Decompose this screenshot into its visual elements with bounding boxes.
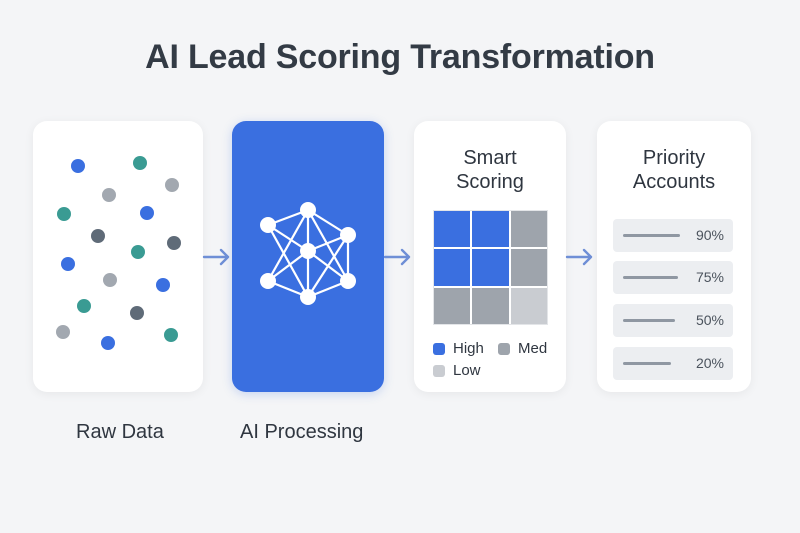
legend-high: High (433, 340, 484, 357)
account-percent: 90% (695, 227, 724, 243)
data-point (57, 207, 71, 221)
card-heading: Smart (463, 147, 517, 169)
legend-med: Med (498, 340, 547, 357)
account-percent: 20% (695, 355, 724, 371)
account-percent: 75% (695, 269, 724, 285)
data-point (164, 328, 178, 342)
data-point (56, 325, 70, 339)
score-bar (623, 276, 678, 279)
priority-accounts-card: Priority Accounts 90% 75% 50% 20% (597, 121, 751, 392)
score-cell-med (510, 211, 547, 248)
smart-scoring-card: Smart Scoring High Med Low (414, 121, 566, 392)
legend-label: Med (518, 340, 548, 357)
data-point (130, 306, 144, 320)
arrow-right-icon (565, 248, 593, 266)
card-heading: Priority (642, 147, 706, 169)
data-point (71, 159, 85, 173)
account-row: 50% (613, 304, 733, 337)
raw-data-card (33, 121, 203, 392)
page-title: AI Lead Scoring Transformation (145, 38, 655, 76)
card-heading: Scoring (456, 171, 524, 193)
account-row: 90% (613, 219, 733, 252)
data-point (103, 273, 117, 287)
data-point (91, 229, 105, 243)
data-point (101, 336, 115, 350)
arrow-right-icon (383, 248, 411, 266)
data-point (156, 278, 170, 292)
data-point (61, 257, 75, 271)
score-cell-high (472, 249, 509, 286)
ai-processing-caption: AI Processing (240, 421, 364, 443)
score-bar (623, 234, 680, 237)
score-cell-med (510, 249, 547, 286)
neural-network-icon (260, 202, 356, 305)
data-point (77, 299, 91, 313)
arrow-right-icon (202, 248, 230, 266)
account-percent: 50% (695, 312, 724, 328)
score-cell-low (510, 287, 547, 324)
account-row: 75% (613, 261, 733, 294)
score-cell-med (434, 287, 471, 324)
legend-swatch (498, 342, 510, 355)
data-point (140, 206, 154, 220)
score-cell-high (434, 249, 471, 286)
data-point (133, 156, 147, 170)
ai-processing-card (232, 121, 384, 392)
score-cell-high (434, 211, 471, 248)
score-cell-high (472, 211, 509, 248)
account-row: 20% (613, 347, 733, 380)
legend-swatch (433, 364, 445, 377)
score-cell-med (472, 287, 509, 324)
card-heading: Accounts (632, 171, 716, 193)
data-point (167, 236, 181, 250)
legend-label: Low (453, 362, 481, 379)
legend-label: High (453, 340, 484, 357)
data-point (165, 178, 179, 192)
score-bar (623, 362, 671, 365)
raw-data-caption: Raw Data (76, 421, 164, 443)
score-bar (623, 319, 675, 322)
legend-low: Low (433, 362, 481, 379)
score-grid (433, 210, 548, 325)
legend-swatch (433, 342, 445, 355)
data-point (131, 245, 145, 259)
data-point (102, 188, 116, 202)
